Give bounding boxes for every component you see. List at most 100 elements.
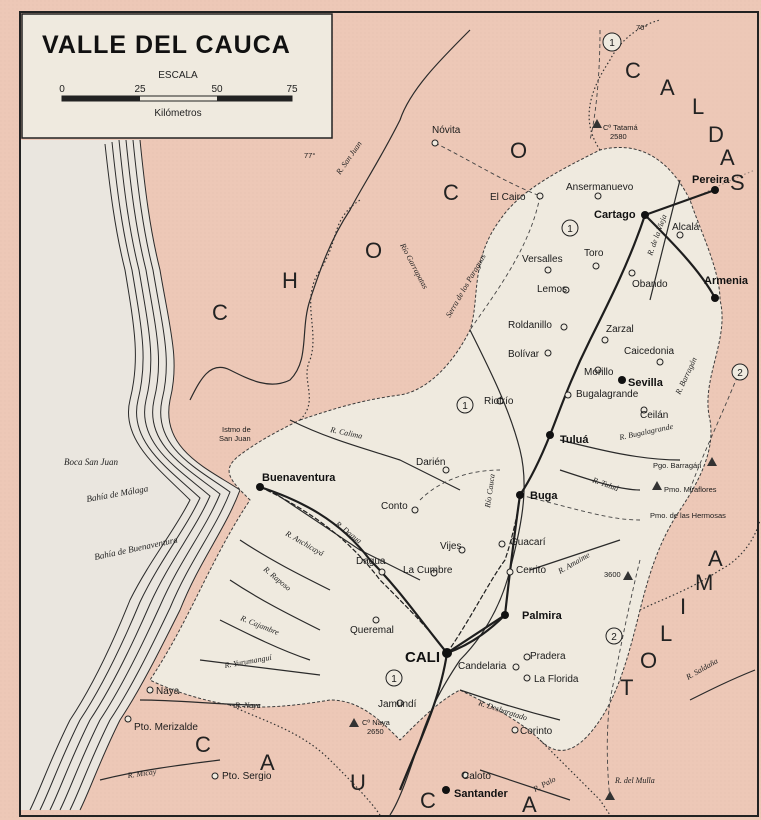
city-sevilla: Sevilla <box>628 377 664 389</box>
river-cajambre <box>219 619 311 661</box>
pass-barragan: Pgo. Barragán <box>653 461 701 470</box>
town-bugalagrande: Bugalagrande <box>576 389 639 400</box>
svg-text:1: 1 <box>609 38 615 49</box>
towns: Nóvita El Cairo Ansermanuevo Alcalá Vers… <box>124 125 700 782</box>
river-dagua <box>269 489 421 581</box>
svg-text:A: A <box>660 75 677 100</box>
town-obando: Obando <box>632 279 668 290</box>
town-zarzal: Zarzal <box>606 324 634 335</box>
river-anchicaya <box>239 539 331 591</box>
svg-text:San Juan: San Juan <box>219 434 251 443</box>
valle-del-cauca-region <box>149 146 723 751</box>
scale-label: ESCALA <box>158 70 198 81</box>
title-box: VALLE DEL CAUCA ESCALA 0 25 50 75 Kilóme… <box>21 13 333 139</box>
svg-text:C: C <box>420 788 438 813</box>
town-la-florida: La Florida <box>534 674 579 685</box>
peaks <box>349 119 717 800</box>
region-cauca: C <box>195 732 213 757</box>
graticule-76: 76° <box>636 23 647 32</box>
pass-miraflores: Pmo. Miraflores <box>664 485 717 494</box>
label-r-mulla: R. del Mulla <box>614 776 655 785</box>
town-naya: Naya <box>156 686 180 697</box>
river-raposo <box>229 579 321 631</box>
trails <box>419 29 741 801</box>
town-riofrio: Riofrío <box>484 396 514 407</box>
town-pto-merizalde: Pto. Merizalde <box>134 722 198 733</box>
rivers <box>99 29 756 816</box>
city-cali-marker <box>442 648 452 658</box>
scale-tick-50: 50 <box>211 84 223 95</box>
scale-tick-0: 0 <box>59 84 65 95</box>
map-title: VALLE DEL CAUCA <box>42 31 291 59</box>
river-garrapatas <box>189 29 471 401</box>
svg-text:2650: 2650 <box>367 727 384 736</box>
river-micay <box>99 759 221 781</box>
svg-text:S: S <box>730 170 747 195</box>
river-calima <box>289 419 461 491</box>
label-r-micay: R. Micay <box>126 767 157 780</box>
town-cerrito: Cerrito <box>516 565 546 576</box>
peak-3600-icon <box>623 571 633 580</box>
peak-mulla-icon <box>605 791 615 800</box>
peak-barragan-icon <box>707 457 717 466</box>
peak-naya: Cº Naya <box>362 718 391 727</box>
svg-text:O: O <box>510 138 529 163</box>
town-vijes: Vijes <box>440 541 462 552</box>
railways <box>259 486 521 654</box>
river-bugalagrande <box>559 439 681 461</box>
town-caicedonia: Caicedonia <box>624 346 674 357</box>
svg-text:H: H <box>282 268 300 293</box>
town-caloto: Caloto <box>462 771 491 782</box>
svg-text:O: O <box>365 238 384 263</box>
town-alcala: Alcalá <box>672 222 700 233</box>
map-frame <box>19 11 759 817</box>
city-buga: Buga <box>530 490 558 502</box>
river-la-vieja <box>649 179 681 301</box>
town-el-cairo: El Cairo <box>490 192 526 203</box>
town-lemos: Lemos <box>537 284 567 295</box>
town-dagua: Dagua <box>356 556 386 567</box>
town-pto-sergio: Pto. Sergio <box>222 771 272 782</box>
city-cartago: Cartago <box>594 209 636 221</box>
istmo-label: Istmo de <box>222 425 251 434</box>
city-buenaventura: Buenaventura <box>262 472 336 484</box>
label-r-naya: R. Naya <box>234 701 261 710</box>
svg-text:I: I <box>680 594 688 619</box>
region-labels: C H O C O C A L D A S T O L I M A C A U … <box>195 58 747 817</box>
town-corinto: Corinto <box>520 726 553 737</box>
city-armenia: Armenia <box>704 275 749 287</box>
peak-tatama: Cº Tatamá <box>603 123 639 132</box>
city-pereira: Pereira <box>692 174 730 186</box>
river-naya <box>139 699 261 706</box>
town-darien: Darién <box>416 457 445 468</box>
town-guacari: Guacarí <box>510 537 546 548</box>
town-versalles: Versalles <box>522 254 563 265</box>
pass-hermosas: Pmo. de las Hermosas <box>650 511 726 520</box>
town-ceilan: Ceilán <box>640 410 668 421</box>
river-amaime <box>529 539 621 571</box>
svg-text:L: L <box>660 621 674 646</box>
svg-text:1: 1 <box>462 401 468 412</box>
town-queremal: Queremal <box>350 625 394 636</box>
graticule-77: 77° <box>304 151 315 160</box>
pacific-ocean <box>20 140 240 810</box>
city-santander: Santander <box>454 788 509 800</box>
peak-miraflores-icon <box>652 481 662 490</box>
scale-unit: Kilómetros <box>154 108 201 119</box>
svg-text:C: C <box>443 180 461 205</box>
town-ansermanuevo: Ansermanuevo <box>566 182 634 193</box>
region-caldas: C <box>625 58 643 83</box>
city-cali: CALI <box>405 649 440 666</box>
scale-tick-25: 25 <box>134 84 146 95</box>
town-la-cumbre: La Cumbre <box>403 565 453 576</box>
svg-text:1: 1 <box>567 224 573 235</box>
town-conto: Conto <box>381 501 408 512</box>
coastline <box>29 139 241 811</box>
svg-text:A: A <box>708 546 725 571</box>
river-yurumangui <box>199 659 321 676</box>
region-choco-c: C <box>212 300 230 325</box>
svg-text:O: O <box>640 648 659 673</box>
caldas-area <box>645 20 761 200</box>
svg-text:U: U <box>350 770 368 795</box>
